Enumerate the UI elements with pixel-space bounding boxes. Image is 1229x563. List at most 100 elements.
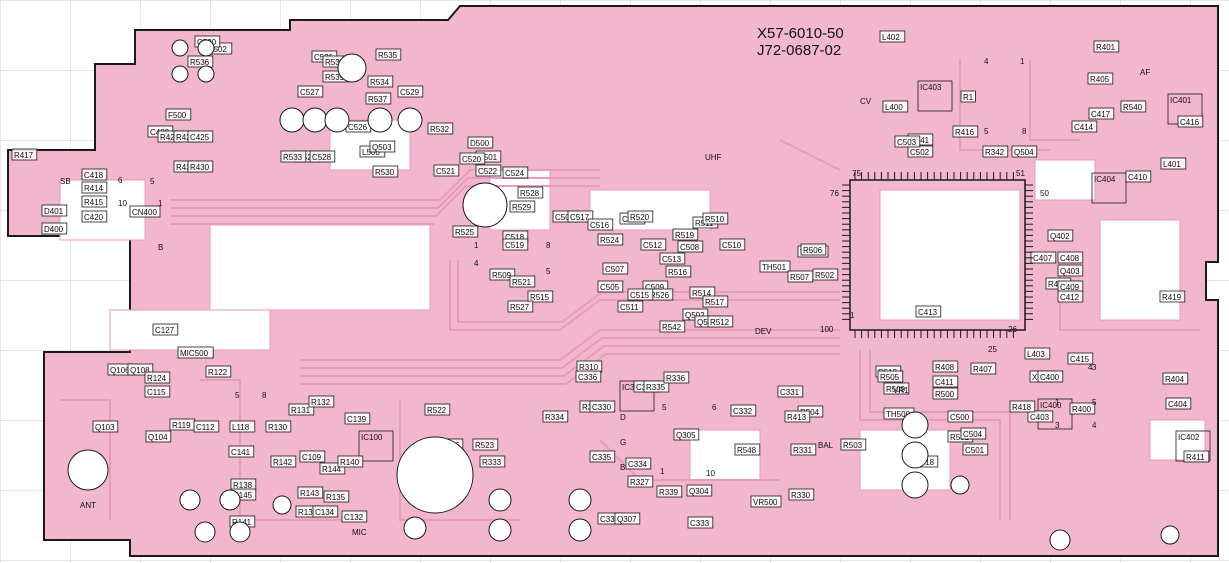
component-c516: C516	[587, 218, 614, 231]
component-r417: R417	[11, 148, 38, 161]
component-label: R407	[973, 365, 993, 374]
component-r334: R334	[542, 410, 569, 423]
component-label: L401	[1163, 160, 1181, 169]
component-label: C411	[935, 378, 954, 387]
component-c400: C400	[1037, 370, 1064, 383]
component-label: C524	[505, 169, 525, 178]
component-r310: R310	[576, 360, 603, 373]
component-label: F500	[168, 111, 187, 120]
component-q402: Q402	[1047, 229, 1074, 242]
component-label: R421	[160, 133, 180, 142]
component-label: R503	[843, 441, 863, 450]
component-r416: R416	[952, 125, 979, 138]
component-c508: C508	[677, 240, 704, 253]
component-c522: C522	[475, 164, 502, 177]
component-label: C507	[605, 265, 625, 274]
component-label: L403	[1027, 350, 1045, 359]
component-r124: R124	[144, 371, 171, 384]
component-label: R532	[430, 125, 450, 134]
component-label: C513	[662, 255, 682, 264]
ic403-body	[842, 172, 1033, 338]
component-label: R506	[803, 246, 823, 255]
component-cn400: CN400	[129, 205, 161, 218]
component-label: C505	[600, 283, 620, 292]
pin-number-ic403: 51	[1016, 169, 1025, 178]
component-label: R335	[646, 383, 666, 392]
component-r140: R140	[337, 455, 364, 468]
component-label: R339	[659, 488, 679, 497]
component-label: IC100	[361, 433, 383, 442]
component-r521: R521	[509, 275, 536, 288]
pin-number-cn400: 1	[158, 199, 163, 208]
component-label: C408	[1060, 254, 1080, 263]
component-label: IC400	[1040, 401, 1062, 410]
section-label-dev: DEV	[755, 327, 772, 336]
component-label: R526	[650, 291, 670, 300]
component-label: R130	[268, 423, 288, 432]
component-c139: C139	[344, 412, 371, 425]
component-label: Q106	[110, 366, 130, 375]
component-label: R405	[1090, 75, 1110, 84]
component-r536: R536	[187, 55, 214, 68]
pin-number-c500: 4	[474, 259, 479, 268]
pin-number-ic403: 50	[1040, 189, 1049, 198]
pin-number-cn400: 5	[150, 177, 155, 186]
component-label: Q504	[1014, 148, 1034, 157]
component-label: IC404	[1094, 175, 1116, 184]
component-label: Q104	[148, 433, 168, 442]
component-c513: C513	[659, 252, 686, 265]
component-c408: C408	[1057, 251, 1084, 264]
component-label: R509	[886, 385, 906, 394]
component-r522: R522	[424, 403, 451, 416]
component-label: R516	[668, 268, 688, 277]
component-label: R517	[705, 298, 725, 307]
component-label: Q304	[689, 487, 709, 496]
component-r533: R533	[280, 150, 307, 163]
component-label: C112	[196, 423, 215, 432]
component-c504: C504	[960, 427, 987, 440]
component-label: C509	[645, 283, 665, 292]
component-r500: R500	[932, 387, 959, 400]
component-c503: C503	[894, 135, 921, 148]
component-r342: R342	[982, 145, 1009, 158]
component-q305: Q305	[673, 428, 700, 441]
component-r506: R506	[800, 243, 827, 256]
component-label: C404	[1168, 400, 1188, 409]
component-label: R430	[190, 163, 210, 172]
component-label: C407	[1033, 254, 1053, 263]
component-r529: R529	[509, 200, 536, 213]
component-label: C127	[155, 326, 175, 335]
component-label: R131	[291, 406, 311, 415]
pad-circle	[171, 65, 189, 83]
component-label: C330	[592, 403, 612, 412]
pad-circle	[367, 107, 393, 133]
component-r132: R132	[308, 395, 335, 408]
component-c407: C407	[1030, 251, 1057, 264]
component-label: R119	[172, 421, 191, 430]
component-r430: R430	[187, 160, 214, 173]
component-label: R536	[190, 58, 210, 67]
pin-number-ic302: 10	[706, 469, 715, 478]
component-c411: C411	[932, 375, 959, 388]
pad-circle	[901, 411, 929, 439]
component-q103: Q103	[92, 420, 119, 433]
component-label: TH501	[762, 263, 787, 272]
component-label: C139	[347, 415, 367, 424]
pad-circle	[337, 53, 367, 83]
component-label: R533	[283, 153, 303, 162]
component-label: R523	[475, 441, 495, 450]
component-r415: R415	[81, 195, 108, 208]
pad-circle	[1049, 529, 1071, 551]
component-r418: R418	[1009, 400, 1036, 413]
component-ic403: IC403	[917, 80, 953, 112]
component-label: R1	[963, 93, 974, 102]
component-c403: C403	[1027, 410, 1054, 423]
component-label: R502	[815, 271, 835, 280]
component-label: C502	[910, 148, 930, 157]
section-label-b: B	[158, 243, 163, 252]
component-label: R143	[300, 489, 320, 498]
component-label: R132	[311, 398, 331, 407]
component-l118: L118	[229, 420, 256, 433]
component-c331: C331	[777, 385, 804, 398]
